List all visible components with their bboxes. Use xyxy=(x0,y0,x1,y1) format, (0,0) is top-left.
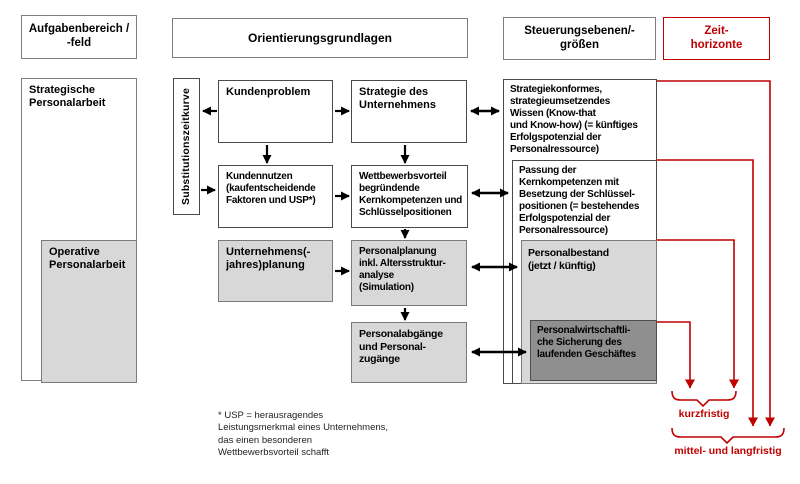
header-steuerungsebenen: Steuerungsebenen/- größen xyxy=(503,17,656,60)
redline-passung-langfristig xyxy=(657,159,758,427)
brace-mittel-langfristig xyxy=(671,427,785,445)
box-kundennutzen: Kundennutzen (kaufentscheidende Faktoren… xyxy=(218,165,333,228)
header-zeithorizonte: Zeit- horizonte xyxy=(663,17,770,60)
box-operative-personalarbeit: Operative Personalarbeit xyxy=(41,240,137,383)
box-substitutionszeitkurve: Substitutionszeitkurve xyxy=(173,78,200,215)
brace-kurzfristig xyxy=(671,390,737,408)
box-unternehmensplanung: Unternehmens(- jahres)planung xyxy=(218,240,333,302)
box-personalplanung: Personalplanung inkl. Altersstruktur- an… xyxy=(351,240,467,306)
redline-wissen-langfristig xyxy=(657,80,775,427)
box-kundenproblem: Kundenproblem xyxy=(218,80,333,143)
substitutionszeitkurve-label: Substitutionszeitkurve xyxy=(180,88,193,205)
box-strategie-des-unternehmens: Strategie des Unternehmens xyxy=(351,80,467,143)
header-orientierungsgrundlagen: Orientierungsgrundlagen xyxy=(172,18,468,58)
label-kurzfristig: kurzfristig xyxy=(678,408,730,420)
box-personalwirtschaftliche-sicherung: Personalwirtschaftli- che Sicherung des … xyxy=(530,320,657,381)
redline-sicherung-kurzfristig xyxy=(657,321,695,389)
footnote-usp: * USP = herausragendes Leistungsmerkmal … xyxy=(218,410,389,459)
box-wettbewerbsvorteil: Wettbewerbsvorteil begründende Kernkompe… xyxy=(351,165,468,228)
label-mittel-und-langfristig: mittel- und langfristig xyxy=(674,445,782,457)
header-aufgabenbereich: Aufgabenbereich / -feld xyxy=(21,15,137,59)
box-personalabgaenge: Personalabgänge und Personal- zugänge xyxy=(351,322,467,383)
redline-personalbestand-kurzfristig xyxy=(657,239,739,389)
